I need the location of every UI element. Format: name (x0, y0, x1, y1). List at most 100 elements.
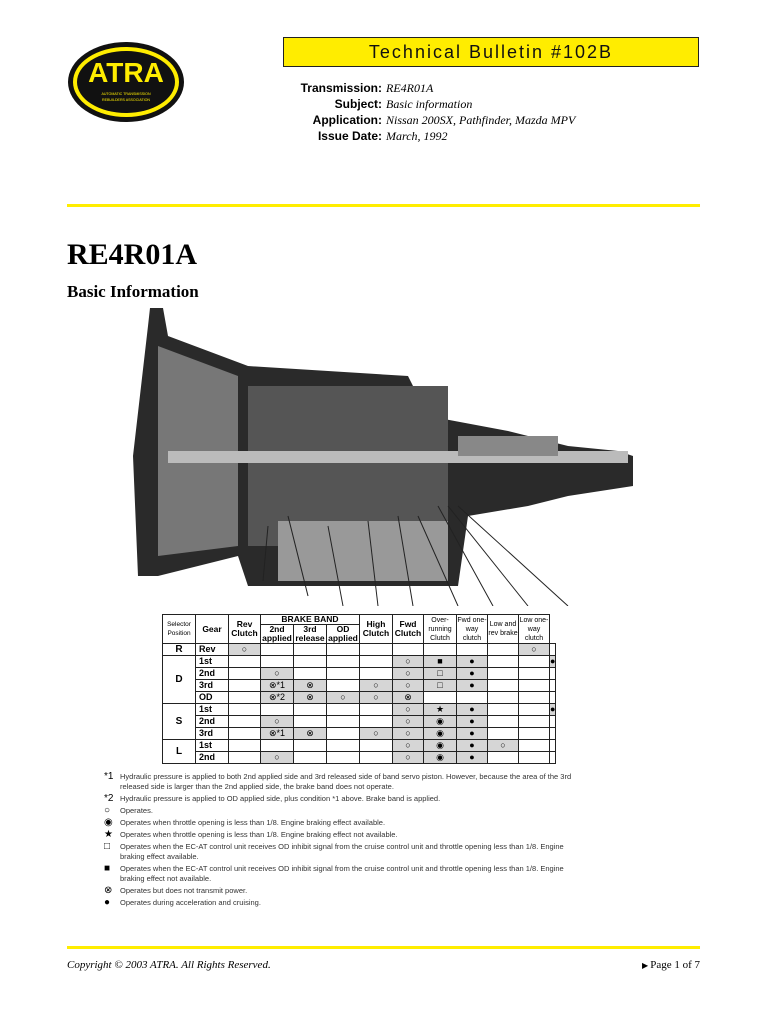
status-cell (293, 715, 327, 728)
field-value: RE4R01A (386, 81, 434, 95)
status-cell: ⊗ (293, 727, 327, 740)
status-cell (228, 727, 261, 740)
table-row: OD⊗*2⊗○○⊗ (163, 691, 557, 704)
legend-symbol-icon: ★ (104, 829, 113, 840)
next-page-icon[interactable]: ▶ (642, 961, 651, 970)
status-cell (487, 655, 519, 668)
status-cell: ⊗ (293, 691, 327, 704)
status-cell (228, 679, 261, 692)
status-cell: ○ (392, 751, 424, 764)
status-cell: ⊗*1 (260, 727, 294, 740)
field-label: Transmission: (300, 81, 382, 95)
status-cell (487, 643, 519, 656)
legend-text: Operates when the EC-AT control unit rec… (120, 864, 564, 883)
status-cell: ⊗*2 (260, 691, 294, 704)
status-cell: ○ (260, 667, 294, 680)
status-cell: ● (456, 679, 488, 692)
status-cell (548, 679, 557, 692)
legend-item: ★Operates when throttle opening is less … (104, 830, 574, 840)
status-cell (518, 655, 550, 668)
status-cell: ◉ (423, 751, 457, 764)
legend-symbol-icon: *2 (104, 793, 114, 804)
legend-symbol-icon: ○ (104, 805, 111, 816)
gear-cell: OD (195, 691, 229, 704)
status-cell (326, 655, 360, 668)
legend-symbol-icon: ◉ (104, 817, 113, 828)
logo-text: ATRA (88, 57, 164, 88)
legend-text: Hydraulic pressure is applied to both 2n… (120, 772, 572, 791)
status-cell: ● (548, 703, 557, 716)
status-cell: ○ (392, 703, 424, 716)
status-cell: ○ (260, 751, 294, 764)
col-fwd: Fwd Clutch (392, 614, 424, 644)
status-cell (548, 739, 557, 752)
status-cell (487, 715, 519, 728)
status-cell (548, 643, 557, 656)
field-value: Basic information (386, 97, 473, 111)
status-cell (326, 667, 360, 680)
status-cell (487, 691, 519, 704)
status-cell (293, 751, 327, 764)
legend-text: Operates but does not transmit power. (120, 886, 248, 895)
status-cell: ● (456, 727, 488, 740)
legend-text: Operates. (120, 806, 153, 815)
status-cell: ○ (359, 679, 393, 692)
status-cell: ⊗ (392, 691, 424, 704)
status-cell (260, 739, 294, 752)
bulletin-meta: Transmission:RE4R01A Subject:Basic infor… (270, 80, 576, 144)
status-cell (548, 751, 557, 764)
status-cell: □ (423, 667, 457, 680)
status-cell (518, 739, 550, 752)
status-cell (293, 667, 327, 680)
status-cell: ● (456, 655, 488, 668)
svg-text:AUTOMATIC TRANSMISSION: AUTOMATIC TRANSMISSION (101, 92, 151, 96)
status-cell: ● (456, 739, 488, 752)
field-label: Application: (312, 113, 382, 127)
gear-cell: 3rd (195, 679, 229, 692)
selector-cell: S (162, 703, 196, 740)
status-cell (228, 691, 261, 704)
status-cell: □ (423, 679, 457, 692)
selector-cell: R (162, 643, 196, 656)
status-cell (293, 655, 327, 668)
col-high: High Clutch (359, 614, 393, 644)
field-value: Nissan 200SX, Pathfinder, Mazda MPV (386, 113, 576, 127)
col-3rd-release: 3rd release (293, 624, 327, 644)
status-cell (326, 703, 360, 716)
status-cell: ○ (392, 727, 424, 740)
status-cell (487, 727, 519, 740)
status-cell: ○ (392, 679, 424, 692)
col-2nd-applied: 2nd applied (260, 624, 294, 644)
legend-item: ⊗Operates but does not transmit power. (104, 886, 574, 896)
status-cell (228, 739, 261, 752)
col-brake-band: BRAKE BAND (260, 614, 360, 625)
status-cell (359, 643, 393, 656)
status-cell (487, 679, 519, 692)
status-cell: ○ (228, 643, 261, 656)
field-value: March, 1992 (386, 129, 448, 143)
status-cell (392, 643, 424, 656)
legend-text: Hydraulic pressure is applied to OD appl… (120, 794, 441, 803)
section-title: Basic Information (67, 282, 199, 301)
legend-item: ◉Operates when throttle opening is less … (104, 818, 574, 828)
svg-text:REBUILDERS ASSOCIATION: REBUILDERS ASSOCIATION (102, 98, 150, 102)
status-cell (293, 643, 327, 656)
status-cell: ◉ (423, 715, 457, 728)
status-cell (326, 727, 360, 740)
status-cell: ◉ (423, 727, 457, 740)
status-cell: ● (548, 655, 557, 668)
gear-cell: 1st (195, 703, 229, 716)
gear-cell: 3rd (195, 727, 229, 740)
legend-text: Operates when the EC-AT control unit rec… (120, 842, 564, 861)
atra-logo: ATRA AUTOMATIC TRANSMISSION REBUILDERS A… (68, 42, 184, 122)
status-cell: ● (456, 751, 488, 764)
status-cell: ○ (392, 667, 424, 680)
status-cell: ■ (423, 655, 457, 668)
table-row: 3rd⊗*1⊗○○◉● (163, 727, 557, 740)
